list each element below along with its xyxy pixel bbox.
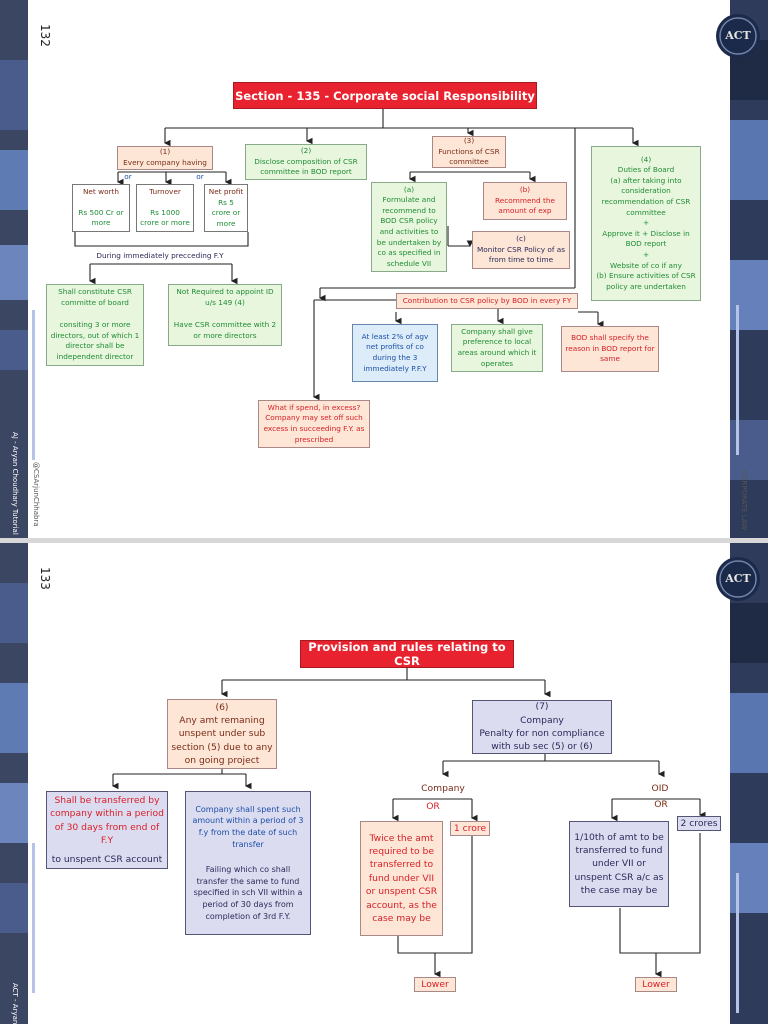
page-133: 133 ACT - Aryan ACT — [0, 543, 768, 1024]
oid-label: OID — [651, 783, 669, 794]
box-one-crore: 1 crore — [450, 821, 490, 836]
connector-lines — [111, 667, 706, 978]
or-label: or — [196, 172, 204, 181]
right-sidebar — [730, 0, 768, 538]
box-spent: Company shall spent such amount within a… — [185, 791, 311, 935]
box-bod-specify: BOD shall specify the reason in BOD repo… — [561, 326, 659, 372]
page-132: 132 AJ - Aryan Choudhary Tutorial @CSArj… — [0, 0, 768, 538]
box-not-required: Not Required to appoint ID u/s 149 (4)Ha… — [168, 284, 282, 346]
box-transfer: Shall be transferred by company within a… — [46, 791, 168, 869]
page-title: Section - 135 - Corporate social Respons… — [233, 82, 537, 109]
during-label: During immediately precceding F.Y — [96, 251, 224, 260]
connector-lines — [74, 108, 639, 401]
box-excess: What if spend, in excess?Company may set… — [258, 400, 370, 448]
left-sidebar — [0, 543, 28, 1024]
box-every-company: (1)Every company having — [117, 146, 213, 170]
box-tenth-amt: 1/10th of amt to be transferred to fund … — [569, 821, 669, 907]
box-twice-amt: Twice the amt required to be transferred… — [360, 821, 443, 936]
box-lower-company: Lower — [414, 977, 456, 992]
act-logo: ACT — [716, 14, 760, 58]
box-two-crores: 2 crores — [677, 816, 721, 831]
box-formulate: (a)Formulate and recommend to BOD CSR po… — [371, 182, 447, 272]
page-title: Provision and rules relating to CSR — [300, 640, 514, 668]
box-monitor: (c)Monitor CSR Policy of as from time to… — [472, 231, 570, 269]
or-label: OR — [654, 799, 668, 810]
or-label: OR — [426, 801, 440, 812]
box-unspent-amt: (6)Any amt remaning unspent under sub se… — [167, 699, 277, 769]
box-functions: (3)Functions of CSR committee — [432, 136, 506, 168]
box-recommend: (b)Recommend the amount of exp — [483, 182, 567, 220]
page-separator — [0, 538, 768, 543]
box-preference: Company shall give preference to local a… — [451, 324, 543, 372]
act-logo: ACT — [716, 557, 760, 601]
box-at-least: At least 2% of agv net profits of co dur… — [352, 324, 438, 382]
box-duties-board: (4) Duties of Board (a) after taking int… — [591, 146, 701, 301]
company-label: Company — [421, 783, 465, 794]
or-label: or — [124, 172, 132, 181]
left-sidebar — [0, 0, 28, 538]
box-disclose: (2)Disclose composition of CSR committee… — [245, 144, 367, 180]
box-contribution: Contribution to CSR policy by BOD in eve… — [396, 293, 578, 309]
box-lower-oid: Lower — [635, 977, 677, 992]
